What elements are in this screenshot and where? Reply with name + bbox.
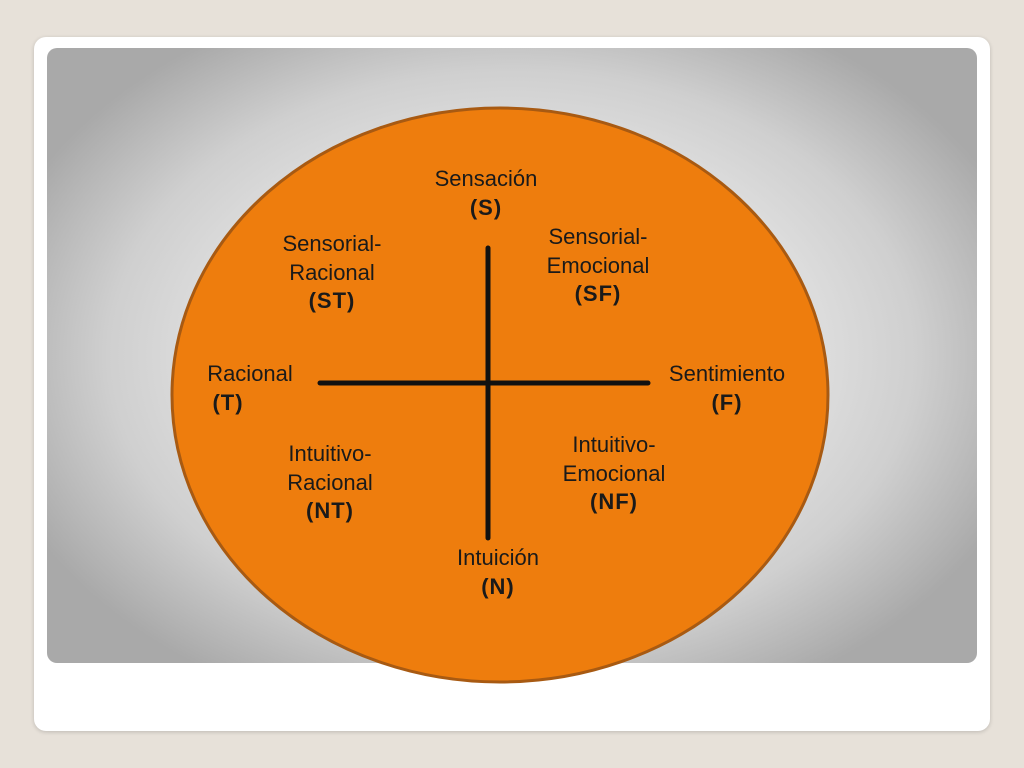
label-intuicion-code: (N) xyxy=(481,573,515,599)
quadrant-nt: Intuitivo- Racional (NT) xyxy=(260,440,400,526)
label-racional-word: Racional xyxy=(207,361,293,386)
label-sensacion: Sensación (S) xyxy=(416,165,556,222)
label-sentimiento-code: (F) xyxy=(711,389,743,415)
quadrant-nt-line1: Intuitivo- xyxy=(288,441,372,466)
quadrant-sf-line2: Emocional xyxy=(546,252,650,278)
quadrant-nt-line2: Racional xyxy=(287,469,373,495)
quadrant-st-line1: Sensorial- xyxy=(282,231,382,256)
orange-ellipse xyxy=(170,106,830,684)
label-sentimiento-word: Sentimiento xyxy=(668,361,786,386)
quadrant-nf-code: (NF) xyxy=(590,489,638,515)
label-sensacion-word: Sensación xyxy=(434,166,538,191)
label-racional-code: (T) xyxy=(212,389,244,415)
quadrant-st: Sensorial- Racional (ST) xyxy=(262,230,402,316)
label-sentimiento: Sentimiento (F) xyxy=(652,360,802,417)
quadrant-nf-line1: Intuitivo- xyxy=(572,432,656,457)
quadrant-sf-line1: Sensorial- xyxy=(548,224,648,249)
quadrant-st-code: (ST) xyxy=(308,288,356,314)
quadrant-sf-code: (SF) xyxy=(574,281,622,307)
quadrant-nf-line2: Emocional xyxy=(562,460,666,486)
quadrant-nt-code: (NT) xyxy=(306,498,354,524)
quadrant-sf: Sensorial- Emocional (SF) xyxy=(528,223,668,309)
label-sensacion-code: (S) xyxy=(469,194,503,220)
label-intuicion-word: Intuición xyxy=(457,545,539,570)
quadrant-nf: Intuitivo- Emocional (NF) xyxy=(544,431,684,517)
label-racional: Racional (T) xyxy=(190,360,310,417)
quadrant-st-line2: Racional xyxy=(289,259,375,285)
label-intuicion: Intuición (N) xyxy=(428,544,568,601)
